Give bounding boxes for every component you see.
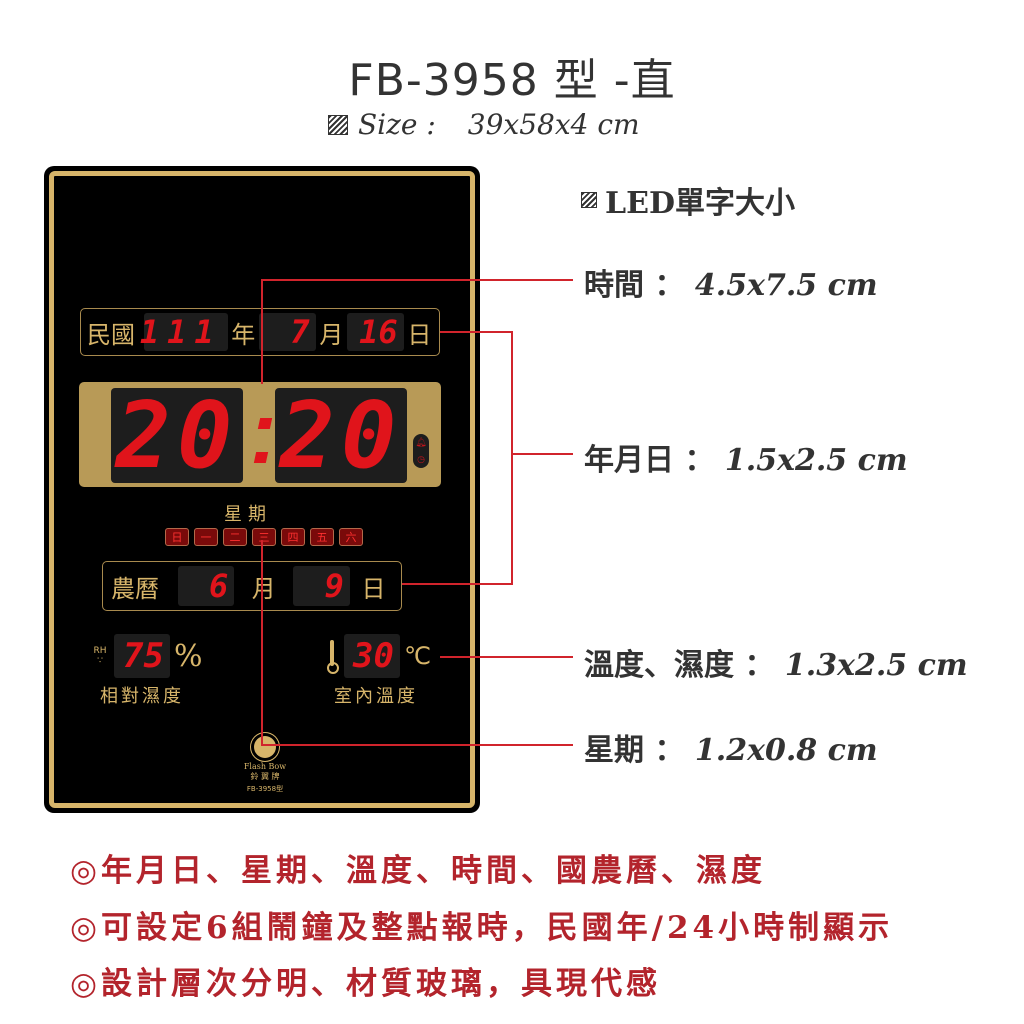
leader-date-bottom: [402, 583, 513, 585]
leader-weekday-horizontal: [261, 744, 573, 746]
product-title: FB-3958 型 -直: [348, 55, 676, 106]
year-display: 111: [140, 313, 228, 351]
leader-time-horizontal: [261, 279, 573, 281]
annotation-temp-humidity: 溫度、濕度 ： 1.3x2.5 cm: [584, 648, 968, 683]
lunar-date-row: 農曆 6 月 9 日: [102, 561, 402, 611]
brand-logo: Flash Bow 鈴 翼 牌 FB-3958型: [236, 736, 294, 794]
led-size-heading: LED單字大小: [581, 178, 795, 222]
temperature-display: 30: [344, 634, 400, 678]
feature-line-1: ◎年月日、星期、溫度、時間、國農曆、濕度: [70, 853, 767, 889]
lunar-month-display: 6: [177, 566, 235, 606]
weekday-sat: 六: [339, 528, 363, 546]
leader-time-vertical: [261, 280, 263, 384]
leader-temp-horizontal: [440, 656, 573, 658]
celsius-unit: ℃: [404, 642, 431, 670]
minutes-display: 20: [275, 382, 407, 489]
temperature-caption: 室內溫度: [334, 686, 418, 707]
humidity-drops-icon: RH ∵: [93, 646, 107, 666]
size-label: Size :: [358, 108, 436, 141]
weekday-sun: 日: [165, 528, 189, 546]
gregorian-date-row: 民國 111 年 7 月 16 日: [80, 308, 440, 356]
percent-unit: %: [174, 638, 203, 674]
lunar-day-unit: 日: [361, 574, 386, 603]
weekday-title: 星期: [224, 504, 272, 525]
leader-date-top: [440, 331, 513, 333]
colon-top-dot: [257, 418, 273, 429]
brand-en: Flash Bow: [243, 762, 287, 771]
weekday-tue: 二: [223, 528, 247, 546]
feature-line-2: ◎可設定6組鬧鐘及整點報時，民國年/24小時制顯示: [70, 910, 894, 946]
month-unit-label: 月: [319, 320, 344, 349]
globe-logo-icon: [254, 736, 276, 758]
lunar-prefix-label: 農曆: [111, 574, 159, 603]
weekday-row: 日 一 二 三 四 五 六: [165, 528, 363, 546]
humidity-caption: 相對濕度: [100, 686, 184, 707]
lunar-day-display: 9: [293, 566, 350, 606]
annotation-time: 時間 ： 4.5x7.5 cm: [584, 268, 878, 303]
hatch-bullet-icon: [581, 192, 597, 208]
size-value: 39x58x4 cm: [467, 108, 640, 141]
brand-zh: 鈴 翼 牌: [250, 772, 280, 781]
year-unit-label: 年: [231, 320, 256, 349]
month-display: 7: [258, 313, 316, 351]
leader-weekday-vertical: [261, 540, 263, 746]
model-label: FB-3958型: [246, 785, 284, 793]
leader-date-bracket: [511, 331, 513, 585]
weekday-wed: 三: [252, 528, 276, 546]
rh-label: RH: [93, 646, 107, 656]
colon-bottom-dot: [253, 452, 269, 463]
size-spec: Size : 39x58x4 cm: [328, 108, 640, 141]
day-unit-label: 日: [407, 320, 432, 349]
clock-icon: ◷: [417, 454, 425, 465]
weekday-thu: 四: [281, 528, 305, 546]
temperature-block: 30 ℃ 室內溫度: [324, 634, 444, 708]
humidity-display: 75: [114, 634, 170, 678]
time-panel: 20 20 🔔︎ ◷: [79, 382, 441, 489]
weekday-mon: 一: [194, 528, 218, 546]
roc-prefix-label: 民國: [87, 320, 135, 349]
alarm-indicator: 🔔︎ ◷: [413, 434, 429, 468]
lunar-month-unit: 月: [251, 574, 276, 603]
bell-icon: 🔔︎: [415, 437, 427, 448]
thermometer-icon: [324, 638, 340, 674]
hours-display: 20: [111, 382, 243, 489]
humidity-block: RH ∵ 75 % 相對濕度: [90, 634, 210, 708]
weekday-fri: 五: [310, 528, 334, 546]
annotation-date: 年月日 ： 1.5x2.5 cm: [584, 443, 908, 478]
leader-date-tick: [513, 453, 573, 455]
annotation-weekday: 星期 ： 1.2x0.8 cm: [584, 733, 878, 768]
hatch-bullet-icon: [328, 114, 348, 135]
day-display: 16: [346, 313, 404, 351]
gold-border: [49, 171, 475, 808]
feature-line-3: ◎設計層次分明、材質玻璃，具現代感: [70, 966, 662, 1002]
